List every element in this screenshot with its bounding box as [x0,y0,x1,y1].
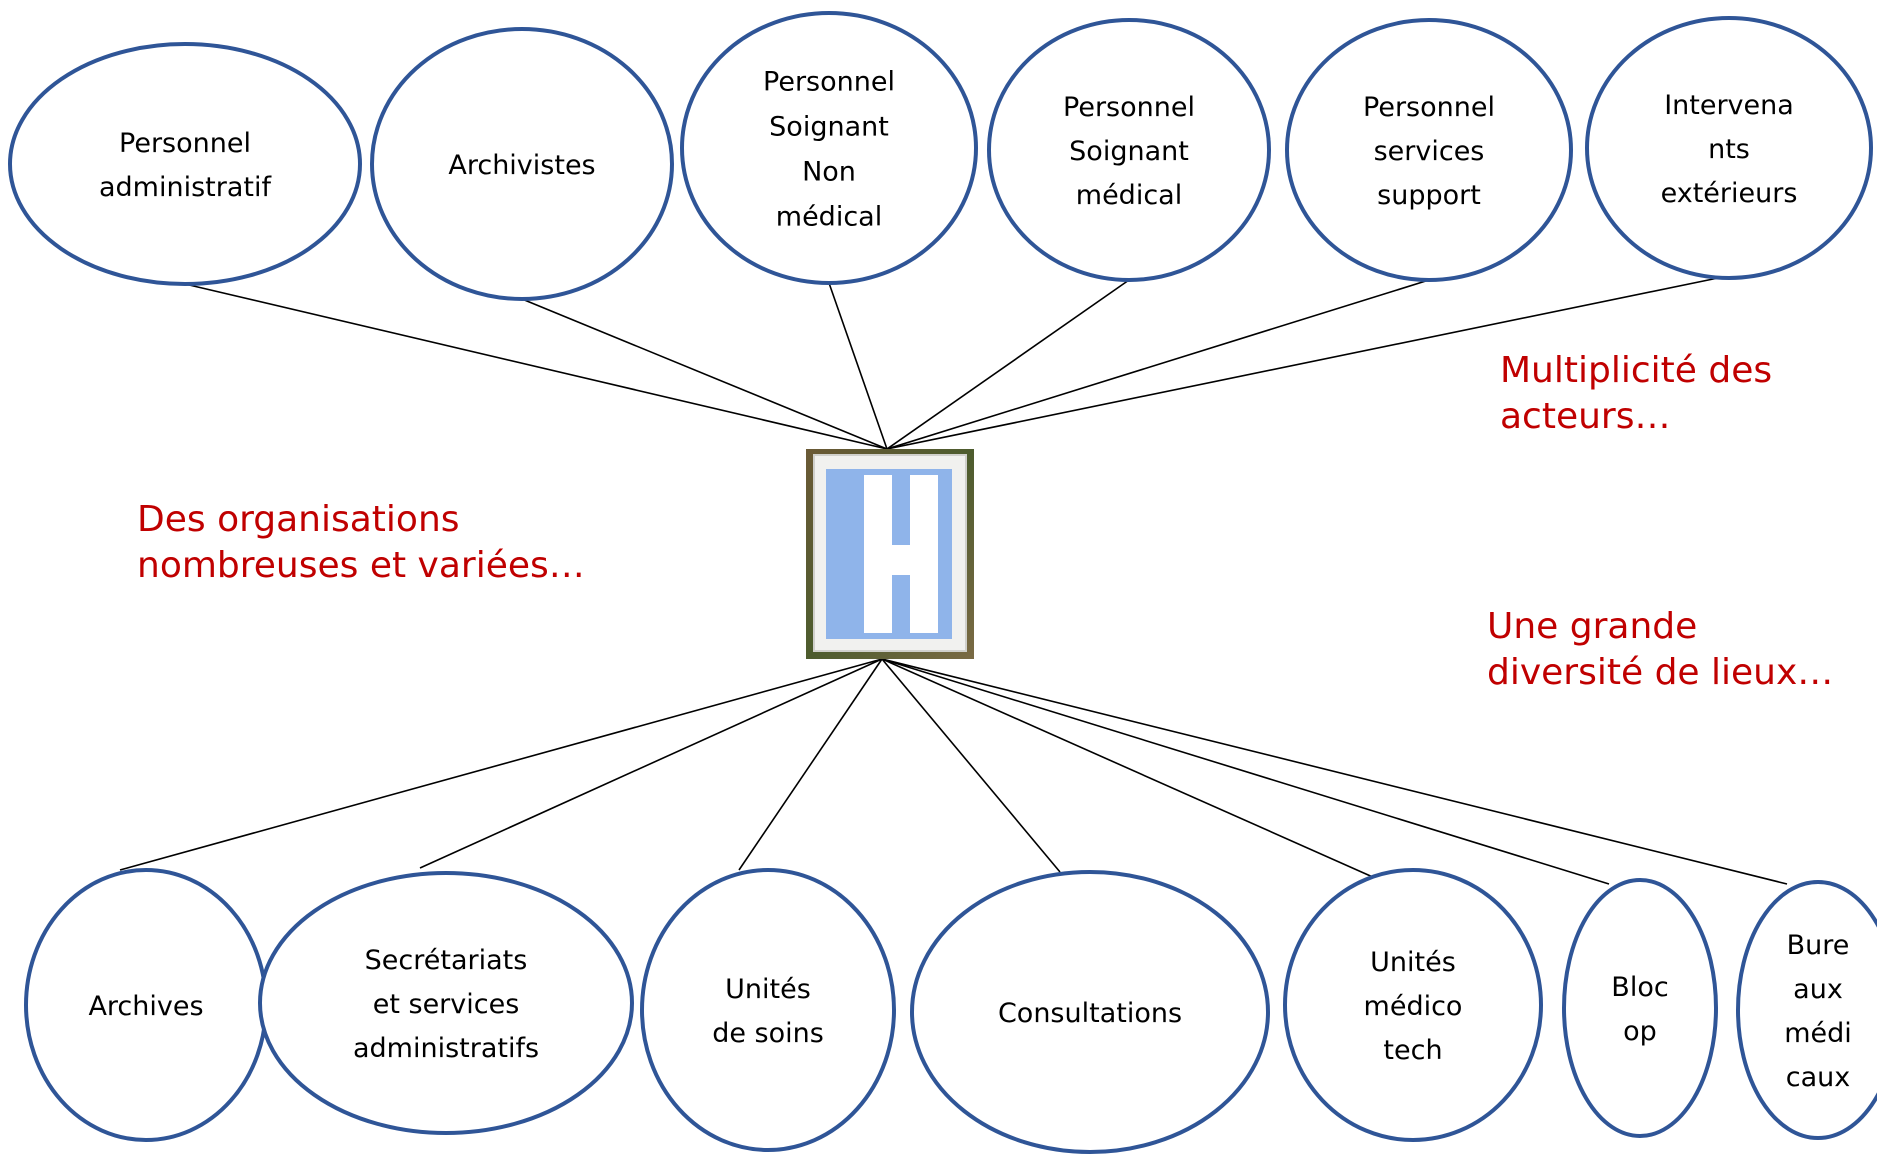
edge-personnel-services-support [886,279,1430,450]
place-node-consultations-ellipse [910,870,1270,1154]
place-node-unites-medico-tech-label-2: médico [1364,991,1463,1022]
nodes: Personnel administratif Archivistes Personn… [8,11,1877,1154]
place-node-unites-de-soins-label-2: de soins [712,1018,824,1049]
edge-consultations [881,658,1061,873]
actor-node-intervenants-exterieurs-label-3: extérieurs [1661,178,1798,209]
actor-node-personnel-soignant-medical-label-2: Soignant [1069,136,1189,167]
actor-node-personnel-soignant-medical-label-3: médical [1076,180,1182,211]
place-node-archives: Archives [24,868,268,1142]
actor-node-intervenants-exterieurs-ellipse [1585,16,1873,280]
actor-node-archivistes: Archivistes [370,27,674,301]
actor-node-personnel-soignant-non-medical-label-3: Non [802,157,856,188]
actor-node-personnel-administratif-label-2: administratif [99,172,272,203]
hospital-sign-image [806,449,974,659]
edge-archives [119,658,883,871]
actor-node-personnel-services-support-ellipse [1285,18,1573,282]
actor-node-personnel-soignant-non-medical-ellipse [680,11,978,285]
actor-node-archivistes-label-1: Archivistes [448,150,595,181]
edge-bloc-op [881,658,1610,885]
place-node-bureaux-medicaux-ellipse [1736,880,1877,1140]
actor-node-intervenants-exterieurs: Intervena nts extérieurs [1585,16,1873,280]
actor-node-intervenants-exterieurs-label-1: Intervena [1664,90,1794,121]
edge-archivistes [521,298,888,450]
place-node-bloc-op-label-1: Bloc [1611,972,1668,1003]
place-node-consultations: Consultations [910,870,1270,1154]
actor-node-personnel-soignant-non-medical-label-2: Soignant [769,112,889,143]
place-node-secretariats-ellipse [258,871,634,1135]
place-node-secretariats-label-3: administratifs [353,1033,539,1064]
edge-personnel-administratif [184,283,888,450]
edges [119,277,1788,885]
place-node-unites-medico-tech-label-1: Unités [1370,947,1456,978]
place-node-secretariats-label-2: et services [373,989,520,1020]
place-node-secretariats-label-1: Secrétariats [365,945,528,976]
note-organisations: Des organisations nombreuses et variées… [137,499,585,586]
place-node-bureaux-medicaux-label-3: médi [1784,1018,1852,1049]
actor-node-personnel-administratif-ellipse [8,42,362,286]
edge-unites-de-soins [738,658,883,871]
place-node-bloc-op-label-2: op [1623,1016,1657,1047]
place-node-bureaux-medicaux-label-1: Bure [1787,930,1850,961]
place-node-bureaux-medicaux-label-4: caux [1786,1062,1851,1093]
place-node-secretariats: Secrétariats et services administratifs [258,871,634,1135]
place-node-unites-de-soins-label-1: Unités [725,974,811,1005]
edge-intervenants-exterieurs [886,277,1719,450]
note-lieux: Une grande diversité de lieux… [1487,606,1834,693]
hospital-h-icon [806,449,974,659]
actor-node-personnel-services-support-label-3: support [1377,180,1481,211]
edge-secretariats [419,658,883,869]
actor-node-personnel-soignant-non-medical-label-4: médical [776,202,882,233]
place-node-unites-de-soins-ellipse [640,868,896,1152]
actor-node-intervenants-exterieurs-label-2: nts [1708,134,1750,165]
actor-node-personnel-services-support-label-2: services [1374,136,1485,167]
place-node-unites-medico-tech-ellipse [1283,868,1543,1142]
actor-node-personnel-soignant-non-medical-label-1: Personnel [763,67,895,98]
edge-bureaux-medicaux [881,658,1788,885]
actor-node-archivistes-ellipse [370,27,674,301]
actor-node-personnel-soignant-medical-ellipse [987,18,1271,282]
actor-node-personnel-services-support-label-1: Personnel [1363,92,1495,123]
place-node-unites-medico-tech-label-3: tech [1383,1035,1442,1066]
actor-node-personnel-soignant-medical-label-1: Personnel [1063,92,1195,123]
place-node-bloc-op-ellipse [1562,878,1718,1138]
actor-node-personnel-administratif-label-1: Personnel [119,128,251,159]
place-node-unites-de-soins: Unités de soins [640,868,896,1152]
actor-node-personnel-administratif: Personnel administratif [8,42,362,286]
place-node-unites-medico-tech: Unités médico tech [1283,868,1543,1142]
place-node-archives-label-1: Archives [88,991,203,1022]
edge-unites-medico-tech [881,658,1385,883]
edge-personnel-soignant-non-medical [828,282,888,450]
edge-personnel-soignant-medical [886,279,1130,450]
place-node-consultations-label-1: Consultations [998,998,1182,1029]
place-node-bureaux-medicaux-label-2: aux [1793,974,1843,1005]
place-node-bloc-op: Bloc op [1562,878,1718,1138]
actor-node-personnel-services-support: Personnel services support [1285,18,1573,282]
place-node-bureaux-medicaux: Bure aux médi caux [1736,880,1877,1140]
note-acteurs: Multiplicité des acteurs… [1500,350,1773,437]
